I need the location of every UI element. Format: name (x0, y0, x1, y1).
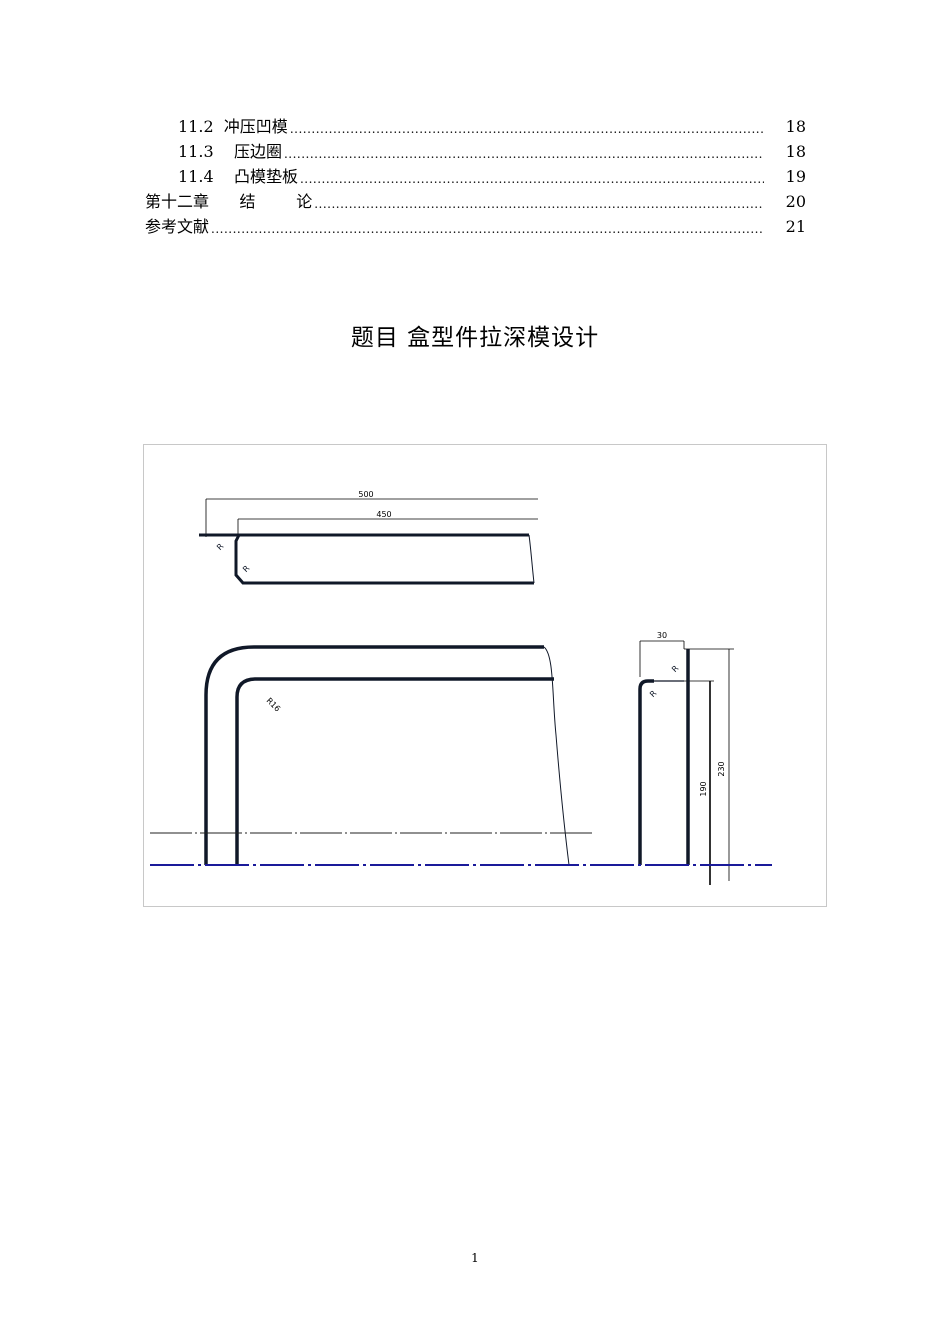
page-title: 题目 盒型件拉深模设计 (350, 325, 600, 351)
toc-label: 11.3 压边圈 (178, 142, 282, 161)
outer-profile (204, 645, 544, 865)
top-section-view (199, 498, 538, 585)
front-view (204, 645, 570, 866)
toc-row: 第十二章 结 论................................… (145, 189, 806, 213)
inner-profile (235, 677, 554, 865)
toc-page-number: 18 (785, 117, 806, 136)
toc-label: 第十二章 结 论 (145, 192, 313, 211)
radius-mark-3: R (670, 663, 681, 674)
dim-text-inner-width: 450 (376, 510, 391, 519)
toc-page-number: 19 (785, 167, 806, 186)
toc-label: 11.4 凸模垫板 (178, 167, 298, 186)
toc-leader-dots: ........................................… (283, 147, 764, 161)
radius-mark-1: R (215, 541, 226, 552)
side-inner-wall (638, 679, 654, 865)
toc-row: 11.3 压边圈................................… (178, 139, 806, 163)
toc-row: 11.4 凸模垫板...............................… (178, 164, 806, 188)
dim-text-outer-width: 500 (358, 490, 373, 499)
dim-text-corner-radius: R16 (265, 696, 283, 714)
page-number: 1 (471, 1251, 479, 1265)
drawing-figure: R R R R 500 450 30 190 230 R16 (143, 444, 827, 907)
toc-row: 11.2 冲压凹模...............................… (178, 114, 806, 138)
toc-leader-dots: ........................................… (211, 222, 764, 236)
toc-row: 参考文献....................................… (145, 214, 806, 238)
toc-leader-dots: ........................................… (289, 122, 764, 136)
toc-leader-dots: ........................................… (314, 197, 764, 211)
technical-drawing: R R R R 500 450 30 190 230 R16 (150, 490, 772, 885)
toc-page-number: 21 (785, 217, 806, 236)
toc-label: 参考文献 (145, 217, 210, 236)
break-line-top (528, 534, 535, 584)
dim-text-inner-height: 190 (699, 781, 708, 796)
wall-profile (234, 534, 534, 585)
break-line-front (543, 646, 570, 866)
radius-mark-2: R (241, 563, 252, 574)
toc-page-number: 20 (785, 192, 806, 211)
radius-marks: R R R R (215, 541, 681, 699)
dim-text-outer-height: 230 (717, 761, 726, 776)
toc-label: 11.2 冲压凹模 (178, 117, 288, 136)
side-view (638, 640, 734, 885)
toc-leader-dots: ........................................… (299, 172, 764, 186)
center-lines (150, 832, 772, 866)
dim-text-side-width: 30 (657, 631, 667, 640)
toc-page-number: 18 (785, 142, 806, 161)
radius-mark-4: R (648, 688, 659, 699)
